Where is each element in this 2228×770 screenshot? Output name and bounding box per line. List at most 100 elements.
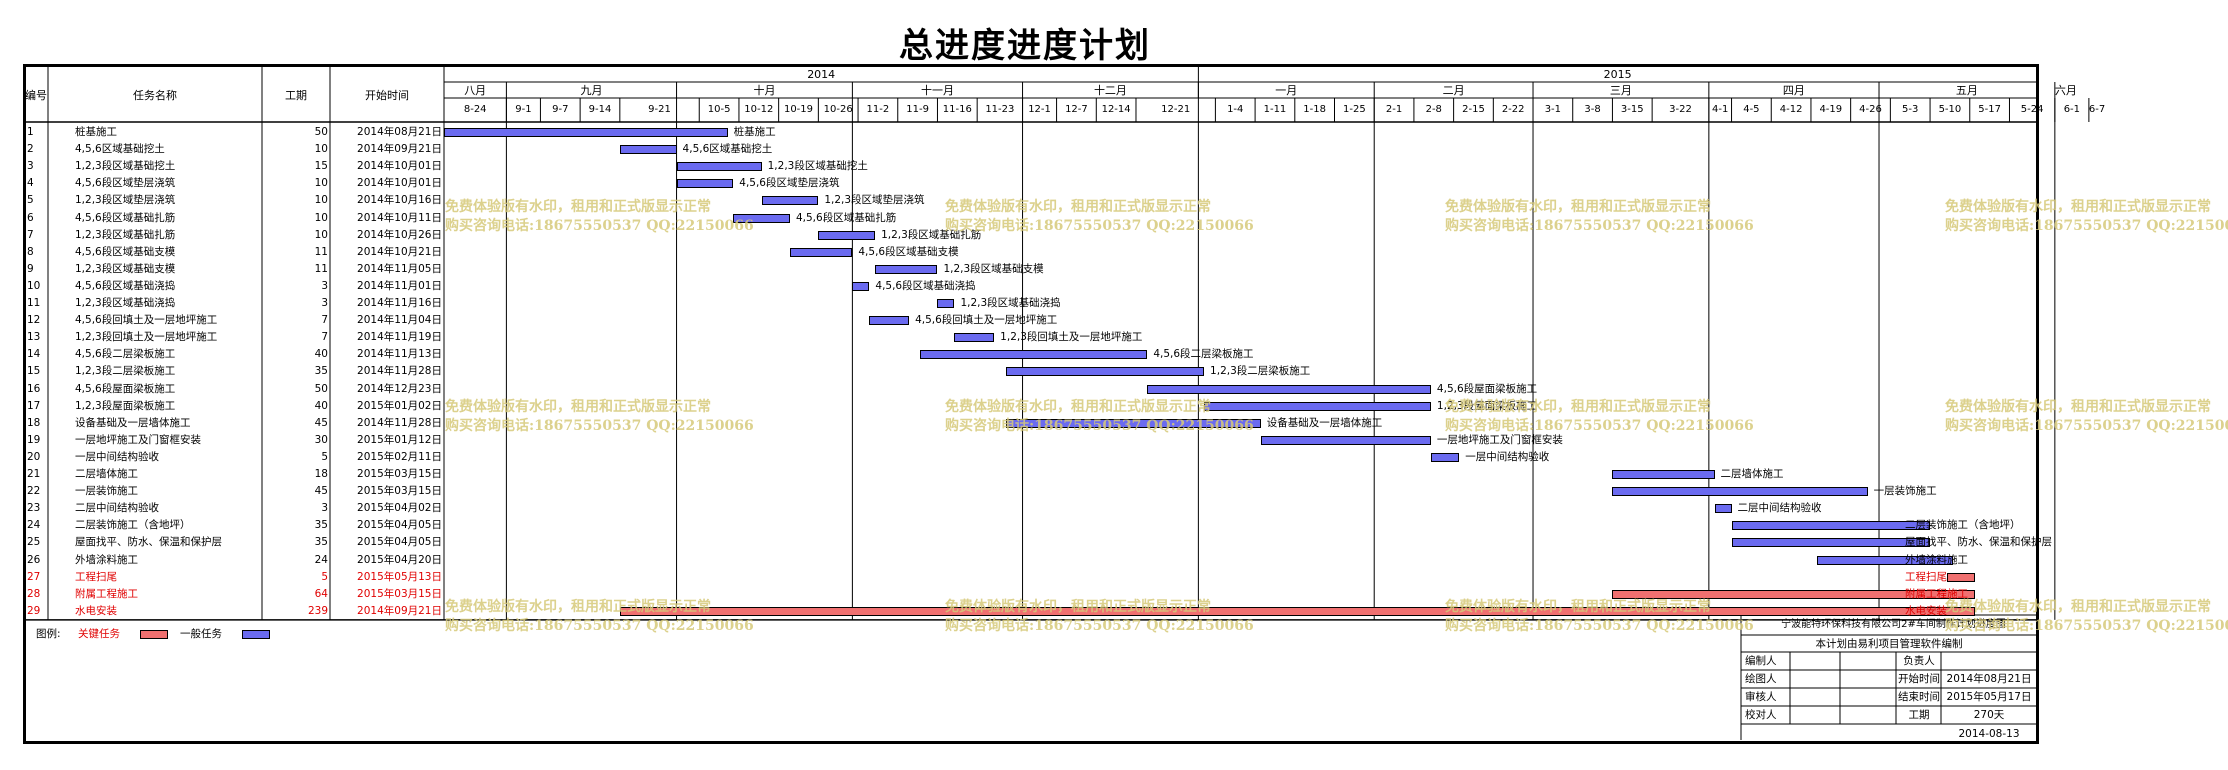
task-name: 附属工程施工 <box>75 587 138 600</box>
task-duration: 3 <box>321 297 328 309</box>
title-block-value: 2014年08月21日 <box>1946 673 2032 685</box>
week-label: 11-9 <box>906 104 929 115</box>
week-label: 6-1 <box>2063 104 2081 115</box>
title-block-key: 审核人 <box>1745 691 1777 703</box>
week-label: 1-11 <box>1263 104 1287 115</box>
task-start: 2014年10月16日 <box>357 194 442 207</box>
task-duration: 40 <box>314 348 328 361</box>
task-bar[interactable] <box>920 350 1148 360</box>
task-bar[interactable] <box>1714 504 1732 514</box>
task-bar[interactable] <box>1005 367 1205 377</box>
week-label: 4-19 <box>1819 104 1843 115</box>
watermark-line1: 免费体验版有水印，租用和正式版显示正常 <box>445 599 711 615</box>
task-bar[interactable] <box>1612 470 1715 479</box>
task-duration: 40 <box>314 399 328 412</box>
task-bar[interactable] <box>954 333 995 343</box>
task-duration: 3 <box>321 502 328 515</box>
task-bar[interactable] <box>1147 384 1431 394</box>
week-label: 12-14 <box>1101 104 1131 115</box>
task-bar[interactable] <box>818 230 876 240</box>
task-start: 2015年03月15日 <box>357 485 442 498</box>
task-bar[interactable] <box>1204 401 1431 411</box>
task-bar[interactable] <box>761 196 819 206</box>
task-bar[interactable] <box>1005 418 1261 428</box>
task-start: 2014年09月21日 <box>357 143 442 156</box>
task-bar[interactable] <box>444 128 728 137</box>
col-header-duration: 工期 <box>285 89 307 102</box>
week-label: 10-12 <box>744 104 774 115</box>
task-bar[interactable] <box>789 247 853 257</box>
task-bar[interactable] <box>1612 487 1868 497</box>
month-label: 一月 <box>1275 84 1298 97</box>
task-bar[interactable] <box>1430 452 1460 462</box>
task-duration: 11 <box>314 245 328 258</box>
task-start: 2015年01月12日 <box>357 433 442 446</box>
task-bar-label: 附属工程施工 <box>1905 587 1968 600</box>
week-label: 1-25 <box>1343 104 1366 115</box>
week-label: 2-15 <box>1462 104 1485 115</box>
week-label: 9-21 <box>648 104 671 115</box>
task-bar[interactable] <box>1816 555 1953 565</box>
week-label: 9-14 <box>588 104 612 115</box>
task-id: 7 <box>27 228 34 241</box>
task-bar[interactable] <box>1947 572 1976 582</box>
task-bar[interactable] <box>1731 538 1931 548</box>
week-label: 9-1 <box>515 104 532 115</box>
week-label: 2-22 <box>1501 104 1525 115</box>
task-duration: 10 <box>314 211 328 224</box>
task-start: 2014年11月28日 <box>357 416 442 429</box>
watermark-line1: 免费体验版有水印，租用和正式版显示正常 <box>1945 399 2211 415</box>
task-duration: 45 <box>314 416 328 429</box>
title-block-value: 2015年05月17日 <box>1946 691 2032 703</box>
task-start: 2014年10月01日 <box>357 177 442 190</box>
task-bar-label: 工程扫尾 <box>1905 570 1947 583</box>
week-label: 3-8 <box>1584 104 1601 115</box>
task-start: 2014年11月05日 <box>357 262 442 275</box>
task-bar[interactable] <box>869 316 910 326</box>
title-block-value: 270天 <box>1973 709 2005 721</box>
task-bar[interactable] <box>619 606 1976 616</box>
task-bar-label: 水电安装 <box>1905 604 1947 617</box>
week-label: 1-4 <box>1227 104 1244 115</box>
task-bar-label: 一层中间结构验收 <box>1465 450 1550 463</box>
year-label-2014: 2014 <box>807 68 836 81</box>
task-start: 2015年01月02日 <box>357 399 442 412</box>
task-bar[interactable] <box>676 162 762 172</box>
task-bar[interactable] <box>619 145 677 155</box>
watermark-line1: 免费体验版有水印，租用和正式版显示正常 <box>945 199 1211 215</box>
task-duration: 10 <box>314 194 328 207</box>
task-duration: 10 <box>314 143 328 156</box>
task-id: 9 <box>27 262 34 275</box>
task-bar[interactable] <box>676 179 734 189</box>
task-bar[interactable] <box>733 213 790 223</box>
week-label: 11-16 <box>942 104 972 115</box>
task-bar[interactable] <box>875 264 938 274</box>
task-bar[interactable] <box>852 281 870 291</box>
task-name: 二层装饰施工（含地坪） <box>75 519 191 532</box>
task-id: 16 <box>27 382 41 395</box>
month-label: 三月 <box>1609 84 1632 97</box>
task-bar[interactable] <box>937 299 955 308</box>
task-id: 6 <box>27 211 34 224</box>
task-id: 25 <box>27 536 41 549</box>
task-start: 2015年03月15日 <box>357 587 442 600</box>
task-duration: 10 <box>314 228 328 241</box>
task-duration: 35 <box>314 536 328 549</box>
task-id: 21 <box>27 468 41 480</box>
title-block-key: 工期 <box>1908 709 1930 721</box>
month-label: 四月 <box>1782 84 1805 97</box>
task-bar[interactable] <box>1612 589 1976 599</box>
task-bar[interactable] <box>1260 435 1431 445</box>
task-start: 2015年04月02日 <box>357 502 442 515</box>
task-bar-label: 1,2,3段二层梁板施工 <box>1210 365 1311 378</box>
task-name: 1,2,3段回填土及一层地坪施工 <box>75 331 218 344</box>
task-id: 14 <box>27 348 41 361</box>
week-label: 3-1 <box>1544 104 1562 115</box>
watermark: 免费体验版有水印，租用和正式版显示正常购买咨询电话:18675550537 QQ… <box>945 598 1254 636</box>
task-start: 2014年10月21日 <box>357 245 442 258</box>
task-bar[interactable] <box>1731 521 1931 531</box>
task-start: 2014年11月04日 <box>357 314 442 327</box>
task-start: 2014年11月28日 <box>357 365 442 378</box>
title-block-key: 绘图人 <box>1745 673 1777 685</box>
task-start: 2015年03月15日 <box>357 468 442 480</box>
